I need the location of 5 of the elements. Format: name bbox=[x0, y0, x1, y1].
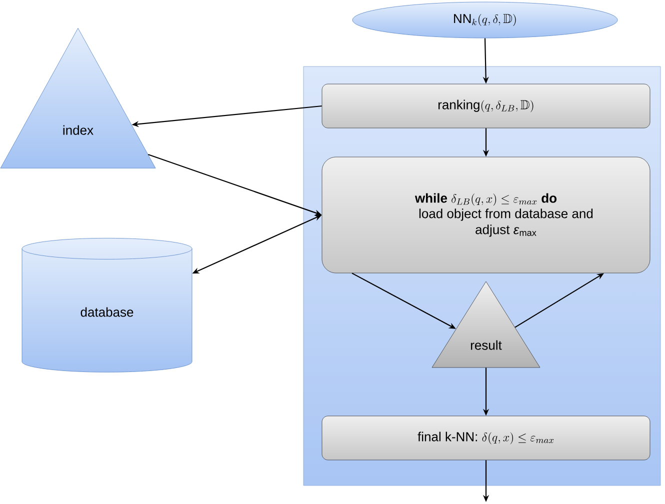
loop-box: $\textbf{while}\ \delta_{LB}(q,x)\le\varepsilon_{max}\ \textbf{do}$ load object from database and adjust ε$_{max}$ bbox=[322, 156, 650, 274]
process-box: $\text{final k-NN: }\delta(q,x)\le\varepsilon_{max}$ bbox=[322, 416, 650, 460]
process-box: $\mathrm{ranking}(q,\delta_{LB},\mathbb{D})$ bbox=[322, 84, 650, 128]
index-triangle: index bbox=[0, 28, 156, 168]
database-cylinder: database bbox=[22, 238, 192, 372]
